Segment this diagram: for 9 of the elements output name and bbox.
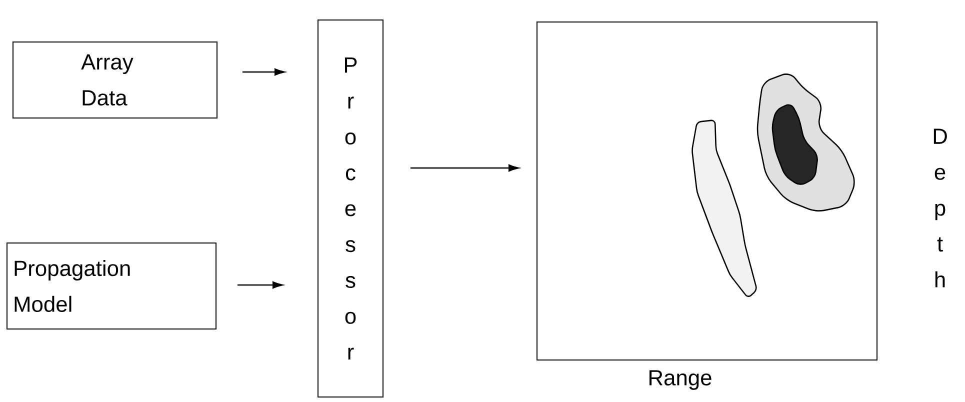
arrow (242, 68, 285, 76)
arrow (410, 164, 519, 172)
axis-label: Range (650, 370, 712, 390)
axis-label: Depth (934, 128, 947, 288)
input-box: Propagation Model (6, 242, 216, 330)
input-box: Array Data (12, 42, 218, 118)
processor-box: Processor (318, 20, 384, 398)
image-panel (536, 22, 878, 360)
arrow (238, 281, 283, 289)
